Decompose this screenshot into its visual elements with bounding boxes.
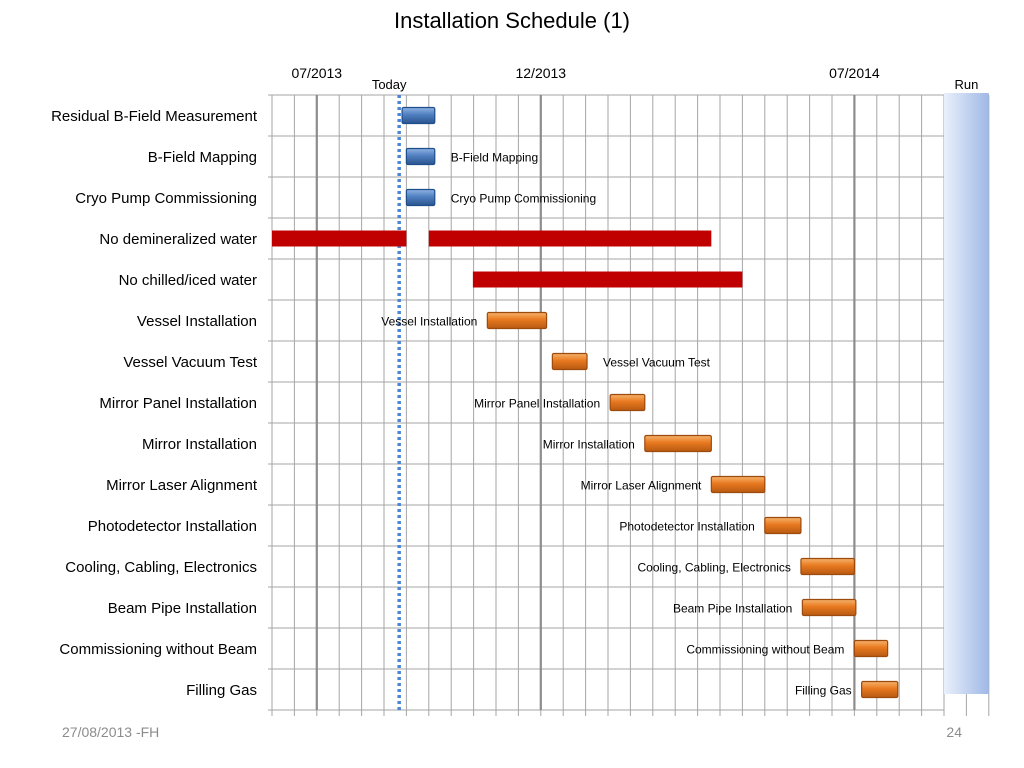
- row-label: Photodetector Installation: [88, 518, 257, 535]
- page-number: 24: [946, 724, 962, 740]
- task-bar: [405, 188, 436, 207]
- task-bar: [800, 557, 855, 576]
- row-label: Mirror Panel Installation: [99, 395, 257, 412]
- row-label: Vessel Vacuum Test: [123, 354, 258, 371]
- run-band-label: Run: [954, 77, 978, 92]
- task-bar: [644, 434, 712, 453]
- task-bar-label: Mirror Laser Alignment: [581, 479, 702, 493]
- task-bar: [764, 516, 802, 535]
- row-label: Cooling, Cabling, Electronics: [65, 559, 257, 576]
- task-bar-label: Filling Gas: [795, 684, 852, 698]
- row-label: Filling Gas: [186, 682, 257, 699]
- major-tick-label: 12/2013: [515, 65, 566, 81]
- row-label: No chilled/iced water: [119, 272, 257, 289]
- task-bar-label: B-Field Mapping: [451, 151, 538, 165]
- task-bar: [472, 271, 743, 288]
- task-bar: [272, 230, 407, 247]
- task-bar-label: Commissioning without Beam: [686, 643, 844, 657]
- task-bar: [486, 311, 548, 330]
- task-bar: [861, 680, 899, 699]
- major-tick-label: 07/2014: [829, 65, 880, 81]
- task-bar-label: Cooling, Cabling, Electronics: [638, 561, 791, 575]
- row-label: No demineralized water: [99, 231, 257, 248]
- task-bar-label: Mirror Panel Installation: [474, 397, 600, 411]
- task-bar: [428, 230, 712, 247]
- task-bar-label: Beam Pipe Installation: [673, 602, 792, 616]
- row-label: Vessel Installation: [137, 313, 257, 330]
- row-label: Mirror Installation: [142, 436, 257, 453]
- task-bar: [853, 639, 889, 658]
- footer-date: 27/08/2013 -FH: [62, 724, 160, 740]
- task-bar: [710, 475, 766, 494]
- row-label: Mirror Laser Alignment: [106, 477, 258, 494]
- row-label: Residual B-Field Measurement: [51, 108, 258, 125]
- task-bar: [405, 147, 436, 166]
- task-bar: [609, 393, 646, 412]
- row-label: Beam Pipe Installation: [108, 600, 257, 617]
- major-tick-label: 07/2013: [291, 65, 342, 81]
- today-label: Today: [372, 77, 407, 92]
- task-bar: [401, 106, 436, 125]
- task-bar-label: Vessel Installation: [381, 315, 477, 329]
- task-bar: [551, 352, 588, 371]
- task-bar: [801, 598, 857, 617]
- task-bar-label: Cryo Pump Commissioning: [451, 192, 596, 206]
- row-label: Cryo Pump Commissioning: [75, 190, 257, 207]
- task-bar-label: Mirror Installation: [543, 438, 635, 452]
- slide-title: Installation Schedule (1): [393, 8, 631, 33]
- task-bar-label: Vessel Vacuum Test: [603, 356, 711, 370]
- run-band: [944, 93, 989, 694]
- row-label: Commissioning without Beam: [59, 641, 257, 658]
- row-label: B-Field Mapping: [148, 149, 257, 166]
- task-bar-label: Photodetector Installation: [619, 520, 754, 534]
